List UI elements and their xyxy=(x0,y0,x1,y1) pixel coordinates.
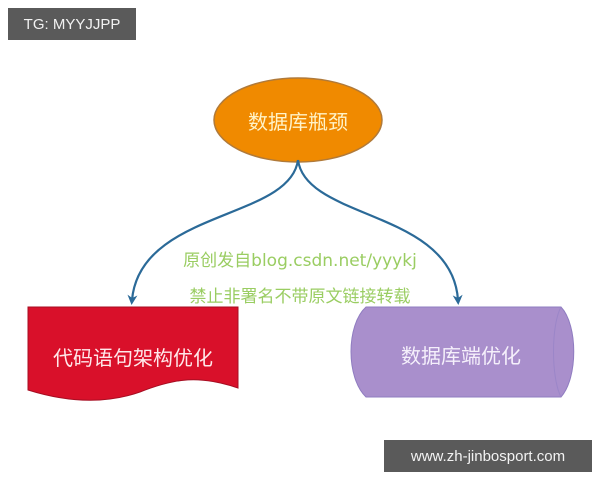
root-node-label: 数据库瓶颈 xyxy=(248,109,348,134)
site-url-badge: www.zh-jinbosport.com xyxy=(384,440,592,472)
right-node-inner-edge xyxy=(553,306,562,398)
left-node-label: 代码语句架构优化 xyxy=(53,345,213,370)
site-url-text: www.zh-jinbosport.com xyxy=(410,447,566,465)
connector-right xyxy=(296,159,463,305)
tg-badge: TG: MYYJJPP xyxy=(8,8,136,40)
right-node-label: 数据库端优化 xyxy=(401,343,521,368)
connector-left xyxy=(127,159,300,305)
watermark-line-2: 禁止非署名不带原文链接转载 xyxy=(189,287,411,307)
tg-badge-text: TG: MYYJJPP xyxy=(23,15,121,33)
watermark-line-1: 原创发自blog.csdn.net/yyykj xyxy=(183,251,417,271)
left-node-shape xyxy=(27,306,239,401)
